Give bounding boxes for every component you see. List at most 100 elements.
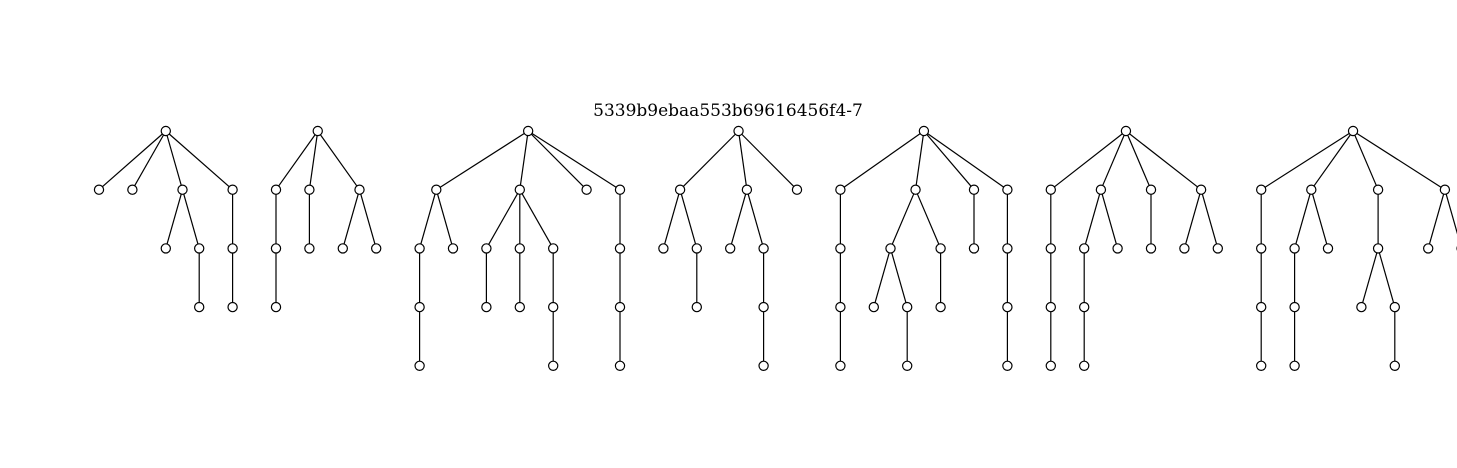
tree-root-node xyxy=(522,125,534,137)
tree-node xyxy=(371,243,382,254)
tree-node xyxy=(835,360,846,371)
tree-edge xyxy=(1100,130,1127,190)
tree-edge xyxy=(527,130,588,191)
tree-node xyxy=(674,184,686,195)
tree-node xyxy=(1372,184,1384,195)
tree-node xyxy=(1045,360,1057,371)
tree-node xyxy=(447,243,459,254)
tree-edge xyxy=(889,189,917,249)
tree-edge xyxy=(1352,130,1446,191)
tree-node xyxy=(304,184,315,195)
tree-edge xyxy=(679,189,698,249)
tree-edge xyxy=(729,189,748,249)
tree-node xyxy=(177,184,188,195)
tree-node xyxy=(691,243,703,254)
tree-node xyxy=(614,360,626,371)
edge-layer xyxy=(98,130,1457,366)
tree-node xyxy=(1002,243,1013,254)
diagram-title: 5339b9ebaa553b69616456f4-7 xyxy=(593,101,863,121)
tree-edge xyxy=(738,130,798,191)
tree-node xyxy=(581,184,592,195)
tree-node xyxy=(1212,243,1224,254)
tree-edge xyxy=(1310,130,1354,191)
tree-node xyxy=(868,301,880,313)
tree-node xyxy=(548,301,559,313)
tree-node xyxy=(1179,243,1190,254)
tree-edge xyxy=(889,248,908,308)
tree-node xyxy=(1002,184,1013,195)
tree-node xyxy=(1045,301,1057,313)
tree-node xyxy=(1078,301,1090,313)
tree-node xyxy=(1289,301,1300,313)
tree-edge xyxy=(131,130,167,190)
tree-node xyxy=(414,301,425,313)
node-layer xyxy=(93,125,1457,371)
tree-node xyxy=(1078,360,1090,371)
tree-node xyxy=(548,243,559,254)
tree-node xyxy=(614,184,626,195)
tree-node xyxy=(1145,184,1157,195)
tree-node xyxy=(935,301,946,313)
tree-node xyxy=(1095,184,1107,195)
tree-node xyxy=(1306,184,1317,195)
tree-node xyxy=(935,243,946,254)
tree-node xyxy=(193,301,205,313)
tree-node xyxy=(1045,243,1057,254)
tree-node xyxy=(1145,243,1157,254)
tree-edge xyxy=(98,130,167,191)
tree-edge xyxy=(275,130,319,191)
tree-node xyxy=(1439,184,1451,195)
tree-node xyxy=(227,243,238,254)
tree-node xyxy=(968,243,980,254)
tree-node xyxy=(481,301,492,313)
tree-node xyxy=(514,301,526,313)
tree-edge xyxy=(165,130,184,190)
tree-node xyxy=(193,243,205,254)
tree-node xyxy=(431,184,442,195)
tree-node xyxy=(885,243,896,254)
tree-edge xyxy=(1294,189,1312,249)
tree-node xyxy=(548,360,559,371)
tree-node xyxy=(835,301,846,313)
tree-node xyxy=(354,184,365,195)
tree-edge xyxy=(737,130,748,190)
tree-node xyxy=(902,360,913,371)
tree-edge xyxy=(519,189,554,249)
tree-edge xyxy=(358,189,377,249)
tree-node xyxy=(1255,243,1267,254)
tree-edge xyxy=(873,248,892,308)
tree-node xyxy=(614,243,626,254)
tree-edge xyxy=(1260,130,1354,191)
tree-node xyxy=(270,184,282,195)
tree-node xyxy=(968,184,980,195)
tree-node xyxy=(414,243,425,254)
tree-node xyxy=(304,243,315,254)
tree-node xyxy=(1255,184,1267,195)
tree-edge xyxy=(165,130,233,191)
tree-edge xyxy=(1050,130,1127,191)
tree-node xyxy=(614,301,626,313)
tree-node xyxy=(1389,360,1401,371)
tree-node xyxy=(1255,360,1267,371)
tree-node xyxy=(227,184,238,195)
tree-node xyxy=(160,243,171,254)
tree-edge xyxy=(662,189,681,249)
tree-edge xyxy=(342,189,361,249)
tree-node xyxy=(835,184,846,195)
tree-root-node xyxy=(733,125,744,137)
tree-node xyxy=(758,301,769,313)
tree-edge xyxy=(308,130,319,190)
tree-node xyxy=(1356,301,1367,313)
tree-node xyxy=(1112,243,1123,254)
tree-node xyxy=(910,184,921,195)
tree-edge xyxy=(519,130,529,190)
tree-edge xyxy=(1083,189,1102,249)
tree-node xyxy=(658,243,669,254)
tree-node xyxy=(337,243,348,254)
tree-edge xyxy=(527,130,621,191)
tree-node xyxy=(1372,243,1384,254)
tree-node xyxy=(1195,184,1207,195)
tree-node xyxy=(270,243,282,254)
tree-node xyxy=(1289,243,1300,254)
